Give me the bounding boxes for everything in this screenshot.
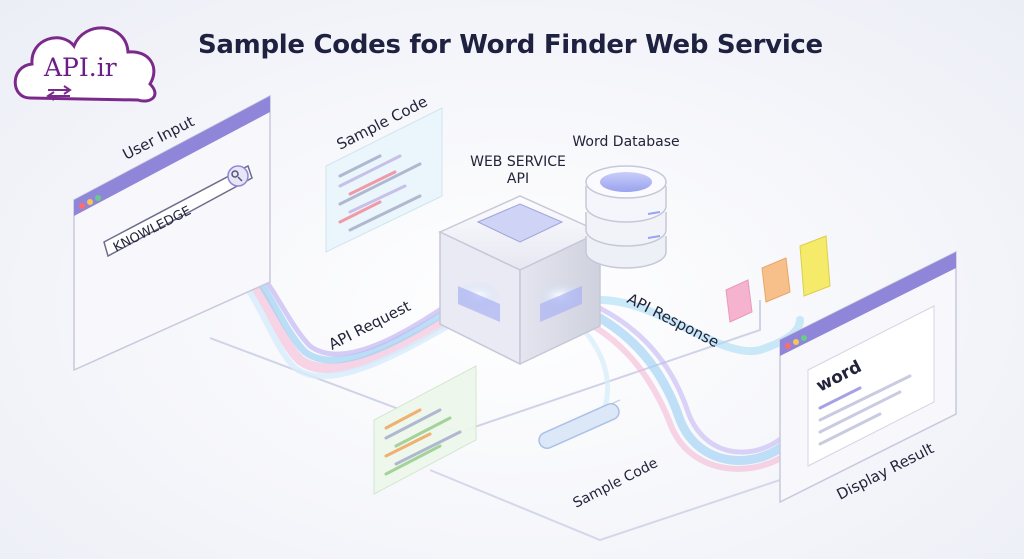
sticky-notes — [725, 235, 831, 323]
display-result-window: word — [779, 250, 957, 504]
platform-outline-2 — [429, 469, 781, 542]
web-service-label-line1: WEB SERVICE — [470, 154, 566, 170]
platform-capsule — [538, 403, 620, 449]
platform-outline — [209, 300, 761, 434]
user-input-window: KNOWLEDGE — [73, 94, 271, 372]
database-icon — [585, 165, 667, 269]
sample-code-bottom-label: Sample Code — [571, 455, 661, 511]
swap-arrows-icon — [46, 85, 72, 101]
sample-code-card-top — [325, 107, 443, 253]
logo: API.ir — [13, 26, 157, 103]
word-database-label: Word Database — [572, 134, 679, 150]
web-service-label-line2: API — [507, 171, 529, 187]
sample-code-card-bottom — [373, 365, 477, 495]
server-cube-icon — [438, 195, 602, 366]
logo-cloud-icon — [13, 26, 157, 103]
logo-text: API.ir — [43, 53, 117, 82]
page-title: Sample Codes for Word Finder Web Service — [198, 30, 823, 60]
api-response-label: API Response — [624, 290, 722, 352]
